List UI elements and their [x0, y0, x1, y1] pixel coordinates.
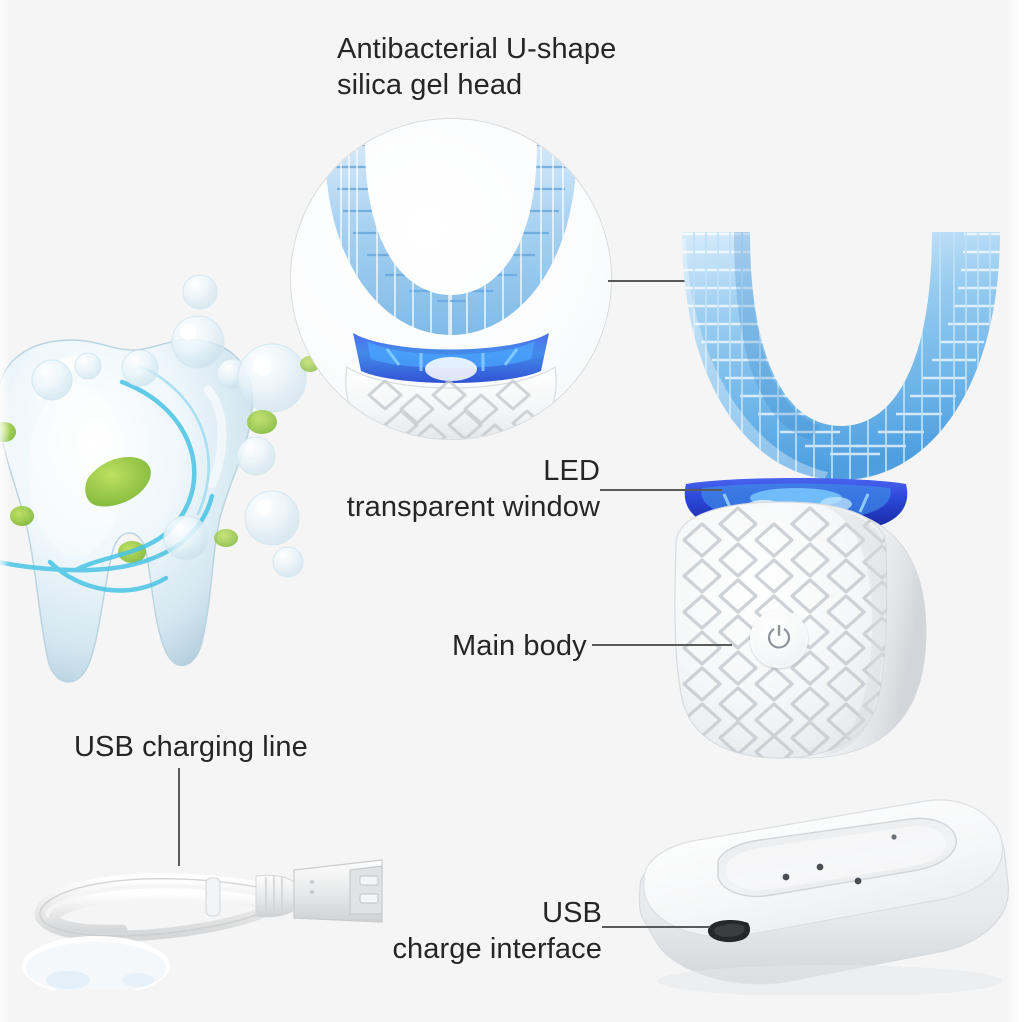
usb-charging-cable	[10, 830, 410, 990]
leader-usb-cable	[178, 768, 180, 866]
power-icon: ⏻	[767, 621, 791, 656]
callout-main-body: Main body	[452, 630, 587, 662]
callout-led-window: LED transparent window	[346, 455, 600, 523]
leader-main-body	[592, 644, 732, 646]
leader-led-window	[600, 489, 722, 491]
callout-brush-head: Antibacterial U-shape silica gel head	[337, 33, 617, 101]
callout-usb-charge-interface: USB charge interface	[392, 897, 602, 965]
leader-usb-port	[602, 926, 710, 928]
magnified-brush-head-view	[290, 118, 612, 440]
charging-dock	[626, 795, 1024, 995]
power-button[interactable]: ⏻	[750, 610, 808, 668]
callout-usb-charging-line: USB charging line	[74, 731, 308, 763]
main-body: ⏻	[664, 500, 932, 772]
leader-magnifier-to-head	[608, 280, 692, 282]
tooth-graphic	[0, 270, 340, 700]
brush-head	[660, 228, 1022, 518]
